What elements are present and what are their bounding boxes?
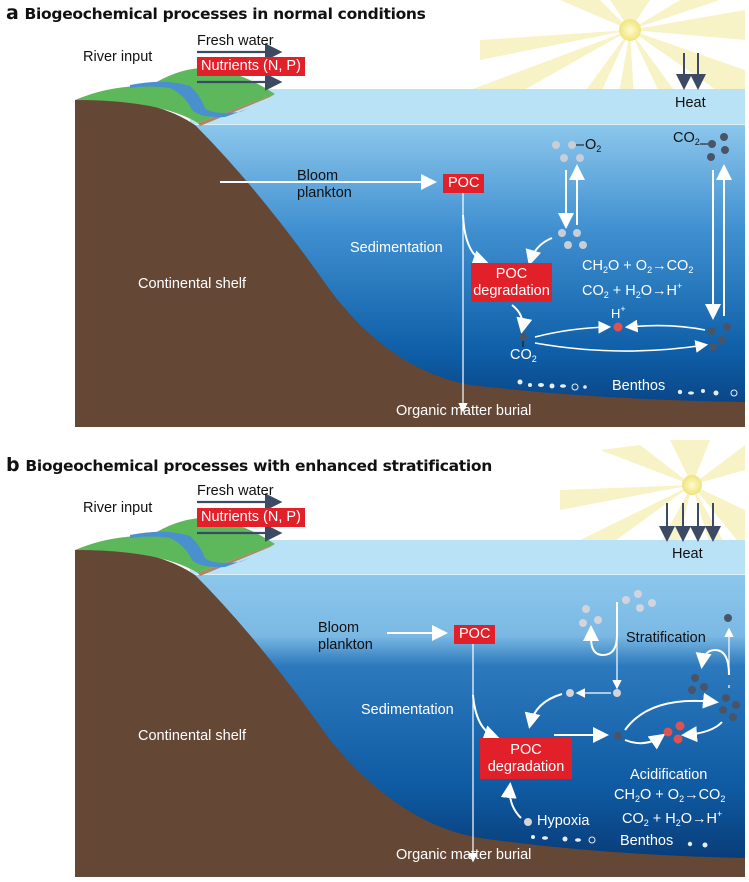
river: [130, 81, 250, 118]
continental-shelf-land: [75, 549, 745, 877]
hypoxia-label: Hypoxia: [537, 813, 590, 829]
fresh-water-label: Fresh water: [197, 483, 274, 499]
sedimentation-arrow: [462, 214, 489, 266]
nutrients-label: Nutrients (N, P): [197, 57, 305, 76]
acidification-label: Acidification: [630, 767, 708, 783]
equation-1: CH2O + O2→CO2: [614, 787, 726, 804]
surface-layer: [190, 540, 745, 575]
equation-2: CO2 + H2O→H+: [582, 281, 683, 300]
co2-top-label: CO2: [673, 130, 700, 147]
hypoxia-arrow: [500, 782, 522, 819]
o2-molecules-top: [579, 590, 656, 627]
co2-molecules-right: [719, 694, 740, 721]
sun-icon: [619, 19, 641, 41]
benthos-label: Benthos: [620, 833, 674, 849]
river: [130, 531, 250, 568]
heat-label: Heat: [675, 95, 706, 111]
stratification-o2-arrow: [583, 602, 618, 657]
panel-b-diagram: River input Fresh water Nutrients (N, P)…: [0, 440, 749, 882]
panel-a-scene: [75, 0, 745, 428]
co2-molecule: [614, 732, 622, 740]
continental-shelf-label: Continental shelf: [138, 276, 247, 292]
equation-1: CH2O + O2→CO2: [582, 258, 694, 275]
nutrients-label: Nutrients (N, P): [197, 508, 305, 527]
grass-land: [75, 518, 275, 573]
poc-box: POC: [443, 174, 485, 193]
benthos-organisms: [531, 835, 708, 848]
h-plus-ions: [663, 721, 685, 744]
h-plus-label: H+: [611, 304, 626, 321]
co2-bottom-label: CO2: [510, 347, 537, 364]
o2-molecules-mid: [558, 229, 587, 249]
burial-label: Organic matter burial: [396, 847, 532, 863]
continental-shelf-label: Continental shelf: [138, 728, 247, 744]
burial-label: Organic matter burial: [396, 403, 532, 419]
degradation-to-co2-arrow: [511, 304, 533, 334]
river-input-label: River input: [83, 500, 153, 516]
co2-molecules-bottom-right: [708, 323, 731, 351]
co2-molecules-top: [707, 133, 729, 161]
poc-box: POC: [454, 625, 496, 644]
hypoxia-o2-molecule: [524, 818, 532, 826]
benthos-organisms: [517, 379, 738, 397]
benthos-label: Benthos: [612, 378, 666, 394]
co2-molecules-upper: [688, 674, 708, 694]
sedimentation-arrow: [472, 694, 500, 741]
heat-label: Heat: [672, 546, 703, 562]
panel-a-diagram: River input Fresh water Nutrients (N, P)…: [0, 0, 749, 440]
stratification-label: Stratification: [626, 630, 706, 646]
surface-layer: [190, 89, 745, 125]
fresh-water-label: Fresh water: [197, 33, 274, 49]
o2-label: O2: [585, 137, 602, 154]
sun-icon: [682, 475, 702, 495]
sedimentation-label: Sedimentation: [350, 240, 443, 256]
equation-2: CO2 + H2O→H+: [622, 809, 723, 828]
h-plus-ion: [613, 322, 623, 332]
river-input-label: River input: [83, 49, 153, 65]
o2-molecules-top: [552, 141, 584, 162]
co2-molecule: [519, 333, 527, 341]
sedimentation-label: Sedimentation: [361, 702, 454, 718]
